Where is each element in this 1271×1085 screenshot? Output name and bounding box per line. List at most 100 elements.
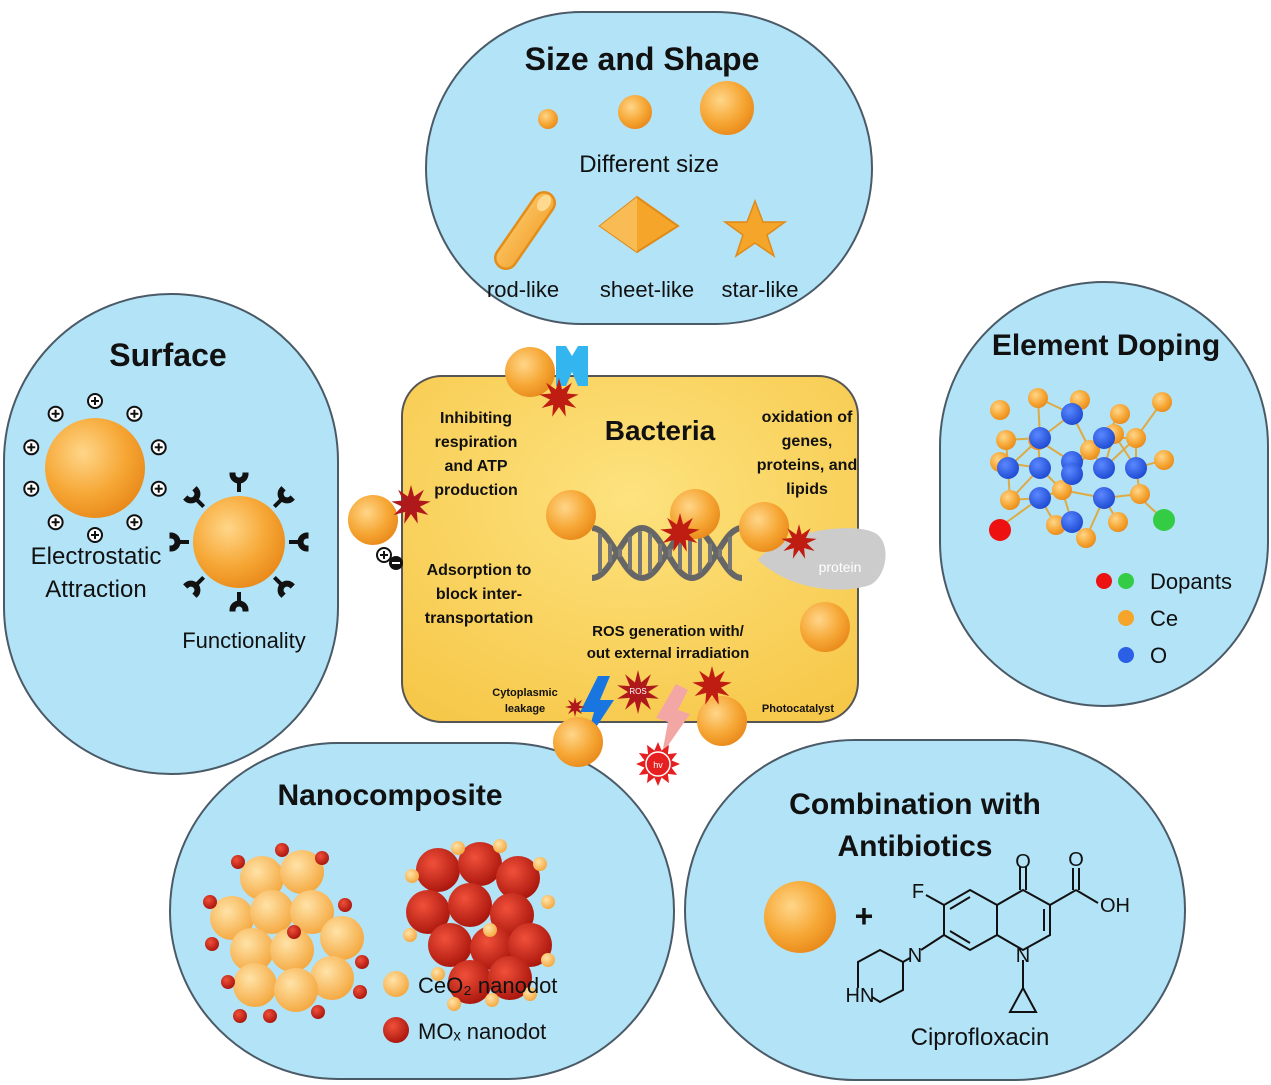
ciprofloxacin-structure xyxy=(857,866,1099,1013)
ce-legend-label: Ce xyxy=(1150,606,1178,631)
ros-burst-icon xyxy=(692,666,732,705)
positive-charge-icon xyxy=(126,514,143,531)
ceo2-small-sphere xyxy=(541,953,555,967)
ligand-icon xyxy=(169,532,189,552)
light-ray-icon xyxy=(656,684,690,754)
inhibit-line4: production xyxy=(434,482,518,499)
nanoparticle-adsorbed-left xyxy=(348,495,398,545)
ce-atom xyxy=(1000,490,1020,510)
piperazine-nh-label: HN xyxy=(846,985,875,1007)
antibiotics-title-line1: Combination with xyxy=(789,788,1041,821)
photocatalyst-label: Photocatalyst xyxy=(762,703,834,715)
o-atom xyxy=(1061,463,1083,485)
ce-atom xyxy=(1046,515,1066,535)
fluorine-label: F xyxy=(912,881,924,903)
nanocomposite-panel: Nanocomposite CeO₂ nanodot MOₓ nanodot xyxy=(169,742,675,1080)
dopants-legend-label: Dopants xyxy=(1150,569,1232,594)
inhibit-line3: and ATP xyxy=(444,458,507,475)
mox-small-sphere xyxy=(355,955,369,969)
size-shape-panel: Size and Shape Different size rod-like s… xyxy=(425,11,873,325)
ceo2-sphere xyxy=(230,928,274,972)
leakage-line2: leakage xyxy=(505,703,545,715)
adsorption-line1: Adsorption to xyxy=(427,562,532,579)
ceo2-sphere xyxy=(290,890,334,934)
ros-burst-icon xyxy=(539,378,579,417)
ceo2-nanoparticle xyxy=(764,881,836,953)
mox-small-sphere xyxy=(287,925,301,939)
o-atom xyxy=(1061,511,1083,533)
functionalized-nanoparticle xyxy=(193,496,285,588)
positive-charge-icon xyxy=(87,527,103,543)
nanoparticle-inside-left xyxy=(546,490,596,540)
functionality-label: Functionality xyxy=(182,628,306,653)
ce-atom xyxy=(1052,480,1072,500)
ligand-icon xyxy=(272,575,295,598)
ceo2-small-sphere xyxy=(493,839,507,853)
ceo2-sphere xyxy=(310,956,354,1000)
lightning-bolt-icon xyxy=(580,676,614,744)
ros-burst-icon xyxy=(781,524,817,559)
o-legend-marker xyxy=(1118,647,1134,663)
ceo2-small-sphere xyxy=(533,857,547,871)
o-atom xyxy=(1125,457,1147,479)
nanoparticle-inside-right xyxy=(800,602,850,652)
bacteria-title: Bacteria xyxy=(605,415,716,446)
ros-tag: ROS xyxy=(629,687,646,696)
ceo2-small-sphere xyxy=(523,987,537,1001)
oxidation-line4: lipids xyxy=(786,481,828,498)
small-nanoparticle xyxy=(538,109,558,129)
mox-sphere xyxy=(458,842,502,886)
ligand-icon xyxy=(229,472,249,492)
inhibit-line1: Inhibiting xyxy=(440,410,512,427)
ceo2-small-sphere xyxy=(451,841,465,855)
large-nanoparticle xyxy=(700,81,754,135)
protein-label: protein xyxy=(819,559,862,575)
ceo2-legend-marker xyxy=(383,971,409,997)
mox-sphere xyxy=(496,856,540,900)
plus-sign: + xyxy=(855,898,874,934)
ligand-icon xyxy=(272,486,295,509)
mox-small-sphere xyxy=(221,975,235,989)
ceo2-cluster xyxy=(203,843,369,1023)
ceo2-small-sphere xyxy=(431,967,445,981)
membrane-channel xyxy=(556,346,588,386)
mox-small-sphere xyxy=(275,843,289,857)
hydroxyl-label: OH xyxy=(1100,895,1130,917)
different-size-label: Different size xyxy=(579,151,719,178)
positive-charge-icon xyxy=(23,439,40,456)
ce-atom xyxy=(1076,528,1096,548)
mox-cluster xyxy=(403,839,555,1011)
positive-charge-icon xyxy=(23,480,40,497)
ceo2-sphere xyxy=(274,968,318,1012)
dna-base-pairs xyxy=(598,531,732,575)
o-atom xyxy=(1029,457,1051,479)
o-legend-label: O xyxy=(1150,643,1167,668)
positive-charge-icon xyxy=(47,514,64,531)
ce-atom xyxy=(990,400,1010,420)
ce-atom xyxy=(1108,512,1128,532)
mox-small-sphere xyxy=(311,1005,325,1019)
o-atom xyxy=(1093,427,1115,449)
dopant-atom-red xyxy=(989,519,1011,541)
ceo2-sphere xyxy=(270,928,314,972)
ciprofloxacin-label: Ciprofloxacin xyxy=(911,1024,1050,1051)
star-like-label: star-like xyxy=(721,277,798,302)
antibiotics-panel: Combination with Antibiotics + xyxy=(684,739,1186,1081)
electrostatic-label-line2: Attraction xyxy=(45,576,146,603)
ce-atom xyxy=(1110,404,1130,424)
mox-sphere xyxy=(406,890,450,934)
mox-sphere xyxy=(488,956,532,1000)
ros-burst-icon xyxy=(660,513,700,552)
ceo2-sphere xyxy=(233,963,277,1007)
carboxyl-o-label: O xyxy=(1068,849,1084,871)
ros-burst-icon xyxy=(565,697,585,717)
o-atom xyxy=(1061,403,1083,425)
oxidation-line1: oxidation of xyxy=(762,409,853,426)
positive-charge-icon xyxy=(150,480,167,497)
ceo2-small-sphere xyxy=(541,895,555,909)
positive-charge-icon xyxy=(87,393,103,409)
sheet-like-label: sheet-like xyxy=(600,277,694,302)
mox-small-sphere xyxy=(205,937,219,951)
sheet-like-highlight xyxy=(600,197,637,252)
ros-bursts xyxy=(391,378,817,717)
